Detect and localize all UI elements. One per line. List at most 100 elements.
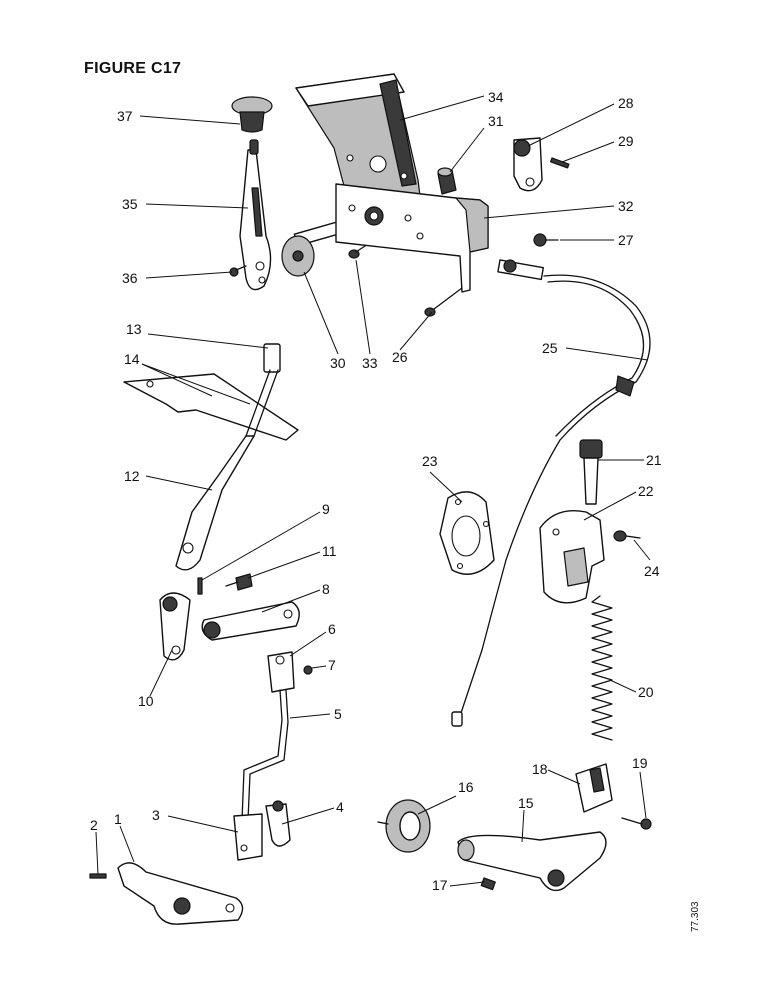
callout-33: 33 <box>362 355 378 371</box>
part-13-lever-top <box>245 343 281 437</box>
part-17-pin <box>480 877 496 891</box>
callout-19: 19 <box>632 755 648 771</box>
part-7-pin <box>303 665 313 675</box>
part-32-bracket <box>335 183 489 293</box>
callout-30: 30 <box>330 355 346 371</box>
leader-15 <box>521 809 525 843</box>
part-22-housing <box>539 510 605 604</box>
part-4-fork <box>265 800 291 847</box>
leader-13 <box>147 333 269 349</box>
callout-23: 23 <box>422 453 438 469</box>
leader-26 <box>399 311 433 351</box>
part-35-hand-lever <box>239 139 272 291</box>
callout-34: 34 <box>488 89 504 105</box>
callout-37: 37 <box>117 108 133 124</box>
part-12-gear-lever <box>175 435 255 571</box>
leader-28 <box>527 103 615 147</box>
part-34-cover-plate <box>295 73 421 197</box>
callout-15: 15 <box>518 795 534 811</box>
leader-16 <box>417 795 457 815</box>
leader-33 <box>355 259 371 355</box>
part-19-bolt <box>621 817 652 830</box>
callout-32: 32 <box>618 198 634 214</box>
figure-title: FIGURE C17 <box>84 60 182 77</box>
leader-24 <box>633 539 651 561</box>
leader-37 <box>139 115 241 125</box>
leader-12 <box>145 475 213 491</box>
leader-17 <box>449 881 485 887</box>
callout-36: 36 <box>122 270 138 286</box>
part-18-block <box>575 763 613 813</box>
leader-20 <box>609 679 637 693</box>
reference-code: 77.303 <box>690 901 701 932</box>
part-24-screw <box>613 530 641 542</box>
leader-18 <box>547 769 581 785</box>
callout-2: 2 <box>90 817 98 833</box>
leader-10 <box>149 649 173 697</box>
part-8-link-arm <box>201 601 300 641</box>
callout-35: 35 <box>122 196 138 212</box>
part-36-screw <box>229 265 247 277</box>
callout-27: 27 <box>618 232 634 248</box>
leader-22 <box>583 491 637 521</box>
part-9-pin <box>197 577 203 595</box>
leader-9 <box>201 511 321 581</box>
callout-21: 21 <box>646 452 662 468</box>
part-27-bolt <box>533 233 559 247</box>
part-23-gasket <box>439 491 495 575</box>
part-14-gate-plate <box>123 373 299 441</box>
leader-34 <box>399 95 485 121</box>
callout-5: 5 <box>334 706 342 722</box>
part-25-cable <box>451 259 651 727</box>
callout-16: 16 <box>458 779 474 795</box>
leader-35 <box>145 203 249 209</box>
leader-14-a <box>141 363 213 397</box>
leader-23 <box>429 471 463 503</box>
callout-3: 3 <box>152 807 160 823</box>
leader-8 <box>261 589 321 613</box>
part-28-bell-crank <box>513 137 543 192</box>
callout-13: 13 <box>126 321 142 337</box>
callout-29: 29 <box>618 133 634 149</box>
callout-28: 28 <box>618 95 634 111</box>
callout-31: 31 <box>488 113 504 129</box>
leader-7 <box>311 665 327 669</box>
leader-lines <box>95 95 651 887</box>
part-29-pin <box>550 157 570 169</box>
callout-24: 24 <box>644 563 660 579</box>
callout-12: 12 <box>124 468 140 484</box>
callout-14: 14 <box>124 351 140 367</box>
callout-22: 22 <box>638 483 654 499</box>
leader-2 <box>95 831 99 875</box>
leader-11 <box>247 551 321 579</box>
callout-4: 4 <box>336 799 344 815</box>
part-10-link <box>159 592 191 661</box>
callout-9: 9 <box>322 501 330 517</box>
leader-30 <box>303 271 339 355</box>
callout-7: 7 <box>328 657 336 673</box>
leader-32 <box>483 205 615 219</box>
part-3-rod-clevis <box>233 813 263 861</box>
leader-31 <box>449 127 485 173</box>
part-15-cross-shaft <box>457 831 607 892</box>
part-5-selector-rod <box>241 689 289 821</box>
callout-10: 10 <box>138 693 154 709</box>
callout-25: 25 <box>542 340 558 356</box>
callout-26: 26 <box>392 349 408 365</box>
part-6-clevis <box>267 651 295 693</box>
leader-4 <box>281 807 335 825</box>
part-31-nut <box>437 167 457 195</box>
leader-1 <box>119 825 135 863</box>
callout-1: 1 <box>114 811 122 827</box>
leader-25 <box>565 347 649 361</box>
leader-6 <box>289 631 327 657</box>
leader-3 <box>167 815 239 833</box>
leader-36 <box>145 271 233 279</box>
leader-5 <box>289 713 331 719</box>
leader-29 <box>561 141 615 163</box>
callout-11: 11 <box>322 543 337 559</box>
callout-8: 8 <box>322 581 330 597</box>
part-11-bolt <box>225 573 253 591</box>
leader-19 <box>639 771 647 819</box>
